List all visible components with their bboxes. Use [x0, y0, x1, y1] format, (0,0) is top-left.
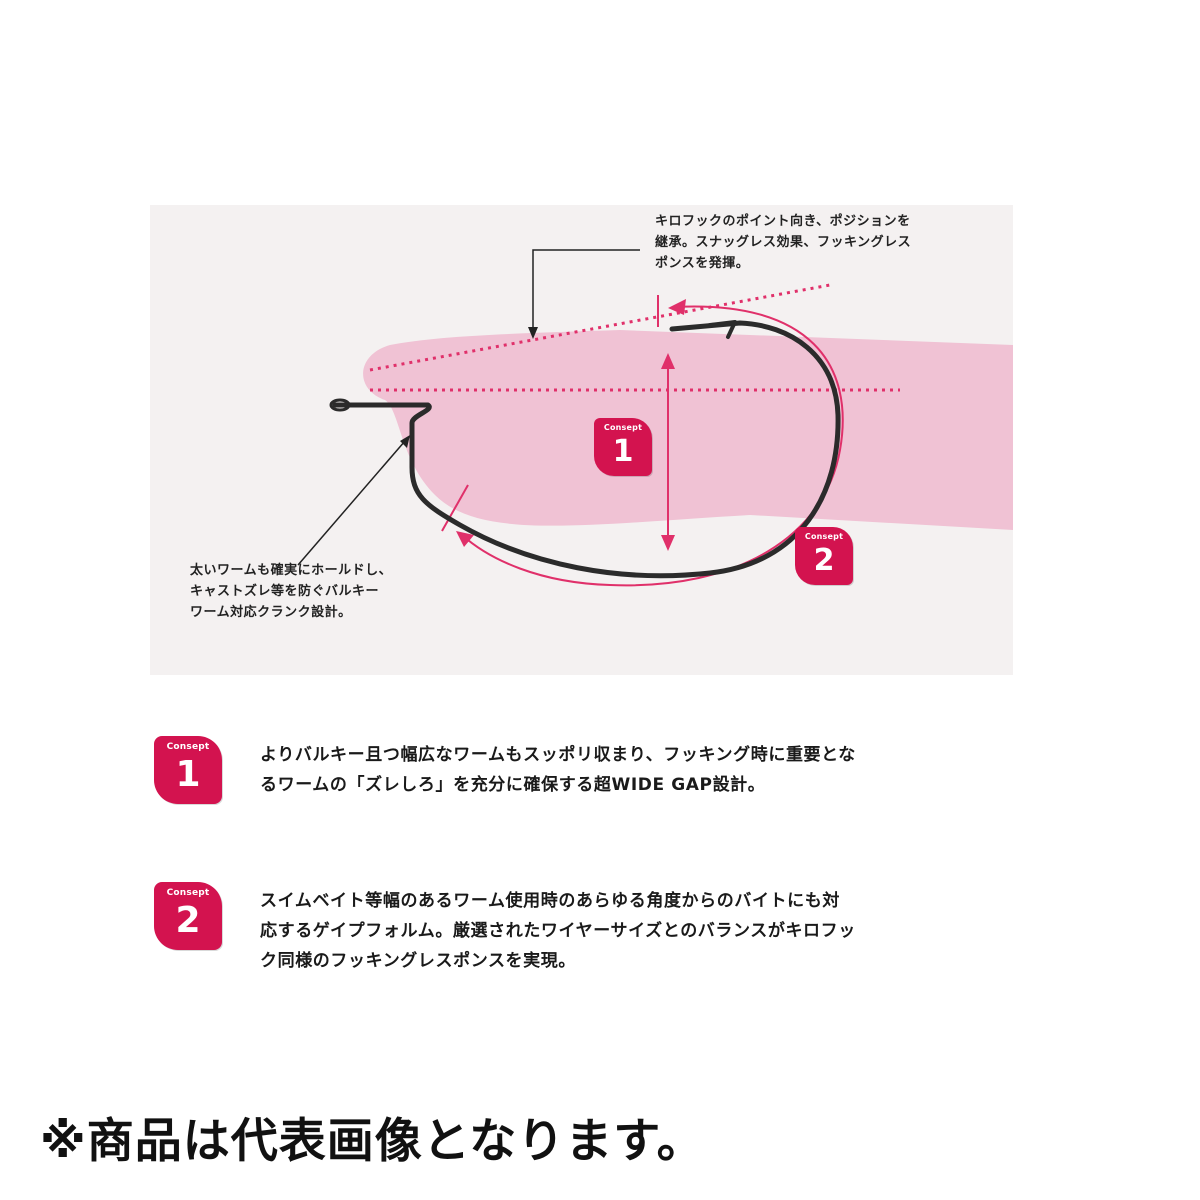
worm-body	[363, 330, 1013, 530]
gape-arrow-head-bottom	[456, 531, 474, 547]
badge-number: 1	[612, 434, 634, 469]
gape-arrow-head-top	[668, 299, 686, 315]
gap-arrow-head-top	[661, 353, 675, 369]
hook-diagram	[297, 249, 1013, 587]
badge-caption: Consept	[804, 532, 844, 541]
callout-bottom-pointer-head	[400, 435, 410, 448]
concept-2-description: スイムベイト等幅のあるワーム使用時のあらゆる角度からのバイトにも対 応するゲイプ…	[260, 891, 856, 971]
concept-2-badge: Consept 2	[795, 527, 853, 585]
concept-1-description: よりバルキー且つ幅広なワームもスッポリ収まり、フッキング時に重要とな るワームの…	[260, 745, 856, 795]
crank-tick	[441, 484, 469, 532]
badge-number: 2	[175, 900, 201, 941]
concept-1-badge: Consept 1	[154, 736, 222, 804]
callout-crank-design: 太いワームも確実にホールドし、 キャストズレ等を防ぐバルキー ワーム対応クランク…	[190, 563, 393, 620]
hook-point	[708, 320, 737, 339]
concept-1-badge: Consept 1	[594, 418, 652, 476]
hook-wire	[332, 320, 841, 579]
callout-bottom-pointer	[297, 440, 406, 566]
callout-point-position: キロフックのポイント向き、ポジションを 継承。スナッグレス効果、フッキングレス …	[655, 214, 912, 271]
concept-2-badge: Consept 2	[154, 882, 222, 950]
gap-arrow-head-bottom	[661, 535, 675, 551]
badge-caption: Consept	[166, 742, 210, 752]
badge-caption: Consept	[603, 423, 643, 432]
hook-eye	[329, 398, 351, 412]
hook-diagram-panel: キロフックのポイント向き、ポジションを 継承。スナッグレス効果、フッキングレス …	[150, 205, 1013, 675]
badge-number: 1	[175, 754, 201, 795]
badge-number: 2	[813, 543, 835, 578]
badge-caption: Consept	[166, 888, 210, 898]
representative-image-note: ※商品は代表画像となります。	[40, 1114, 705, 1169]
callout-top-pointer-head	[528, 327, 538, 339]
point-direction-line	[369, 283, 831, 372]
callout-top-pointer	[532, 249, 640, 330]
